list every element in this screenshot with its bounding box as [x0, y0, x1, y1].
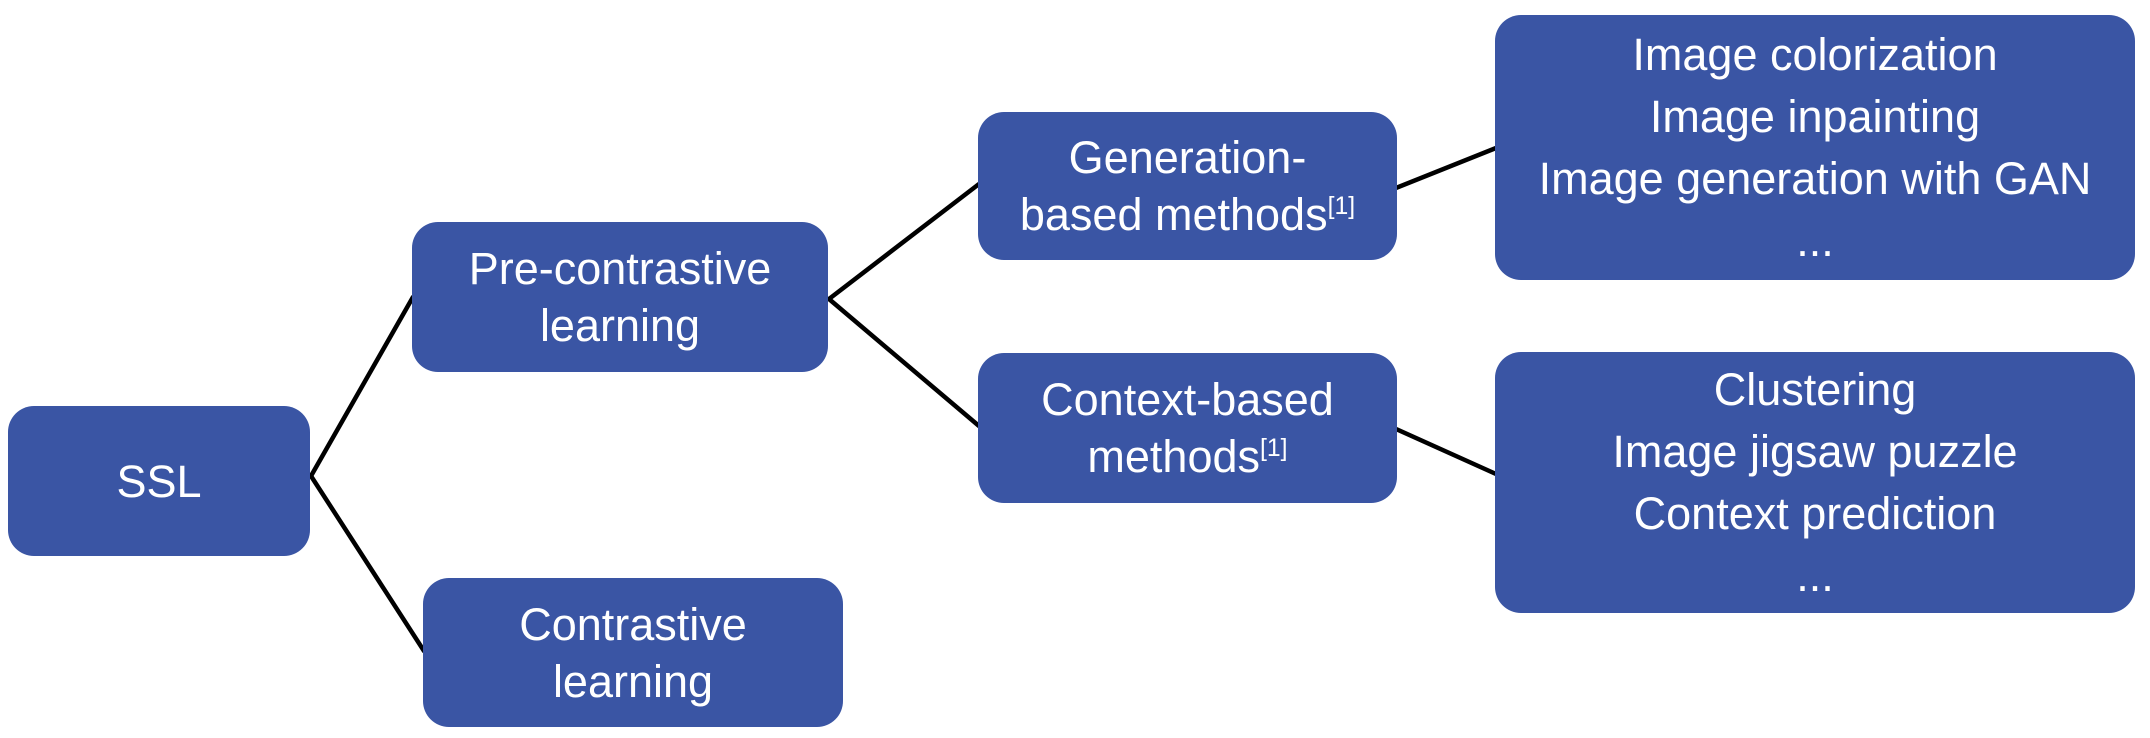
connector-pre-to-generation	[826, 181, 982, 302]
example-item-ellipsis: ...	[1796, 214, 1834, 266]
connector-ssl-to-contrastive	[308, 473, 427, 654]
node-label: SSL	[116, 455, 202, 507]
node-label-text: based methods	[1019, 189, 1328, 240]
connector-context-to-examples	[1393, 426, 1499, 477]
node-label-line: based methods[1]	[1020, 186, 1355, 243]
node-label-line: Contrastive	[519, 598, 747, 650]
node-pre-contrastive-learning: Pre-contrastive learning	[412, 222, 828, 372]
node-label-line: methods[1]	[1087, 428, 1287, 485]
connector-generation-to-examples	[1393, 145, 1499, 191]
node-generation-based-methods: Generation- based methods[1]	[978, 112, 1397, 260]
example-item: Context prediction	[1633, 487, 1997, 539]
citation-superscript: [1]	[1327, 193, 1356, 220]
node-generation-examples: Image colorization Image inpainting Imag…	[1495, 15, 2135, 280]
example-item: Clustering	[1713, 363, 1917, 415]
node-label-line: learning	[552, 655, 714, 707]
node-label-line: learning	[539, 300, 701, 351]
node-label-line: Pre-contrastive	[468, 243, 772, 294]
node-ssl: SSL	[8, 406, 310, 556]
connector-ssl-to-pre-contrastive	[308, 294, 416, 479]
example-item-ellipsis: ...	[1796, 549, 1834, 601]
example-item: Image generation with GAN	[1538, 152, 2092, 204]
node-contrastive-learning: Contrastive learning	[423, 578, 843, 727]
node-label-text: methods	[1087, 431, 1261, 482]
connector-pre-to-context	[826, 296, 982, 429]
node-label-line: Context-based	[1041, 374, 1334, 425]
node-label-line: Generation-	[1068, 132, 1307, 183]
example-item: Image colorization	[1632, 28, 1998, 80]
example-item: Image jigsaw puzzle	[1612, 425, 2018, 477]
node-context-examples: Clustering Image jigsaw puzzle Context p…	[1495, 352, 2135, 613]
example-item: Image inpainting	[1649, 90, 1981, 142]
node-context-based-methods: Context-based methods[1]	[978, 353, 1397, 503]
citation-superscript: [1]	[1260, 435, 1288, 462]
